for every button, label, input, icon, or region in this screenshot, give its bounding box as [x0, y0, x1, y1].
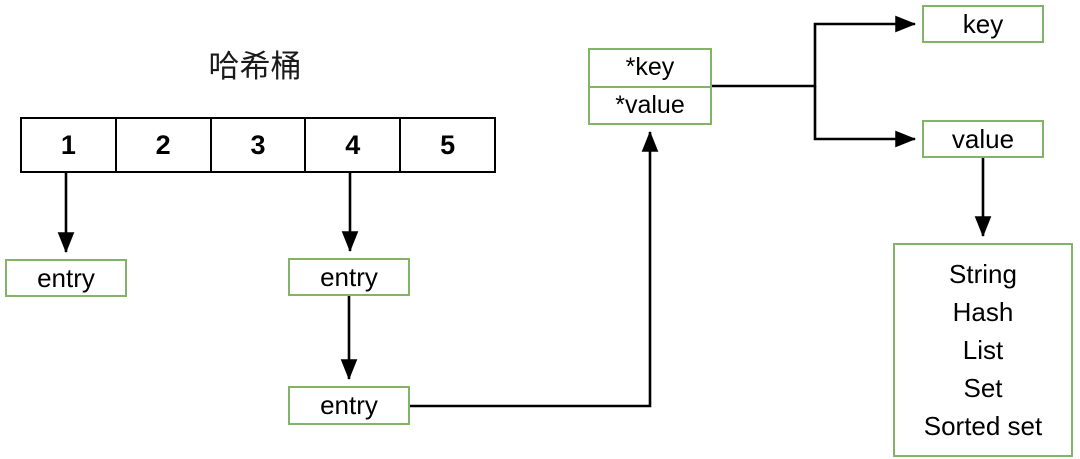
datatype-hash: Hash — [952, 297, 1014, 327]
entry-node-2[interactable]: entry — [288, 258, 410, 296]
bucket-cell-2[interactable]: 2 — [117, 119, 212, 171]
page-title: 哈希桶 — [208, 49, 302, 85]
key-pointer-row: *key — [590, 50, 710, 88]
datatype-list: List — [962, 335, 1004, 365]
hash-bucket-array: 1 2 3 4 5 — [20, 117, 496, 173]
value-node[interactable]: value — [922, 120, 1044, 158]
connector-pair-to-value — [813, 86, 917, 148]
key-node[interactable]: key — [922, 5, 1044, 43]
bucket-cell-3[interactable]: 3 — [212, 119, 307, 171]
entry-node-3[interactable]: entry — [288, 386, 410, 425]
bucket-cell-5[interactable]: 5 — [440, 129, 456, 160]
datatype-sorted-set: Sorted set — [923, 411, 1043, 441]
bucket-cell-4[interactable]: 4 — [306, 119, 402, 171]
bucket-cell-1[interactable]: 1 — [22, 119, 117, 171]
datatype-string: String — [949, 259, 1017, 289]
value-datatypes-node[interactable]: String Hash List Set Sorted set — [893, 243, 1073, 457]
entry-node-1[interactable]: entry — [5, 259, 127, 297]
datatype-set: Set — [963, 373, 1003, 403]
connector-pair-to-key — [712, 15, 917, 88]
value-pointer-row: *value — [615, 90, 685, 119]
connector-entry3-to-pair — [410, 130, 659, 408]
key-value-pair-node[interactable]: *key *value — [588, 48, 712, 125]
